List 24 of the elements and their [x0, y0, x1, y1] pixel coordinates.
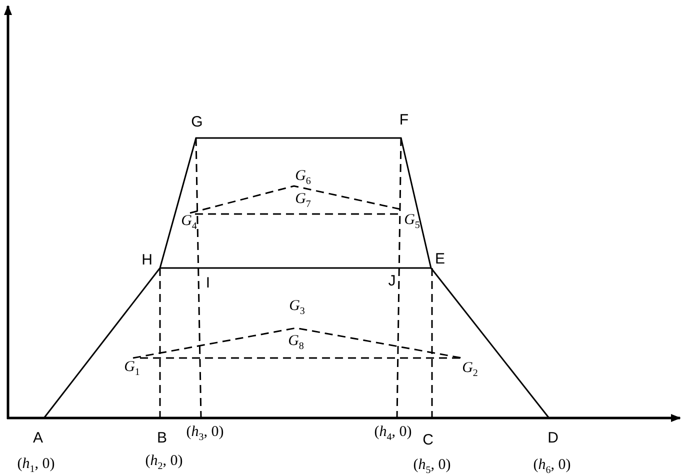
point-label: I	[206, 276, 210, 290]
point-label: F	[399, 112, 409, 128]
point-label: H	[142, 252, 152, 268]
point-label: B	[157, 430, 167, 446]
point-label: G$_{6}$	[295, 169, 311, 187]
coordinate-label: (h$_{2}$, 0)	[145, 454, 183, 472]
point-label: D	[548, 430, 558, 446]
point-label: G$_{3}$	[289, 299, 305, 317]
coordinate-label: (h$_{1}$, 0)	[17, 457, 55, 475]
point-label: G$_{2}$	[462, 361, 478, 379]
point-label: G$_{1}$	[124, 360, 140, 378]
point-label: G$_{7}$	[295, 192, 311, 210]
point-label: G$_{4}$	[181, 214, 197, 232]
coordinate-label: (h$_{5}$, 0)	[413, 458, 451, 476]
point-label: G$_{8}$	[288, 334, 304, 352]
coordinate-label: (h$_{4}$, 0)	[374, 425, 412, 443]
point-label: J	[388, 274, 396, 288]
point-label: G$_{5}$	[404, 213, 420, 231]
point-label: E	[435, 252, 445, 266]
coordinate-label: (h$_{3}$, 0)	[186, 425, 224, 443]
coordinate-label: (h$_{6}$, 0)	[533, 458, 571, 476]
point-label: G	[191, 114, 203, 130]
point-label: C	[422, 432, 434, 448]
point-label: A	[33, 430, 43, 446]
